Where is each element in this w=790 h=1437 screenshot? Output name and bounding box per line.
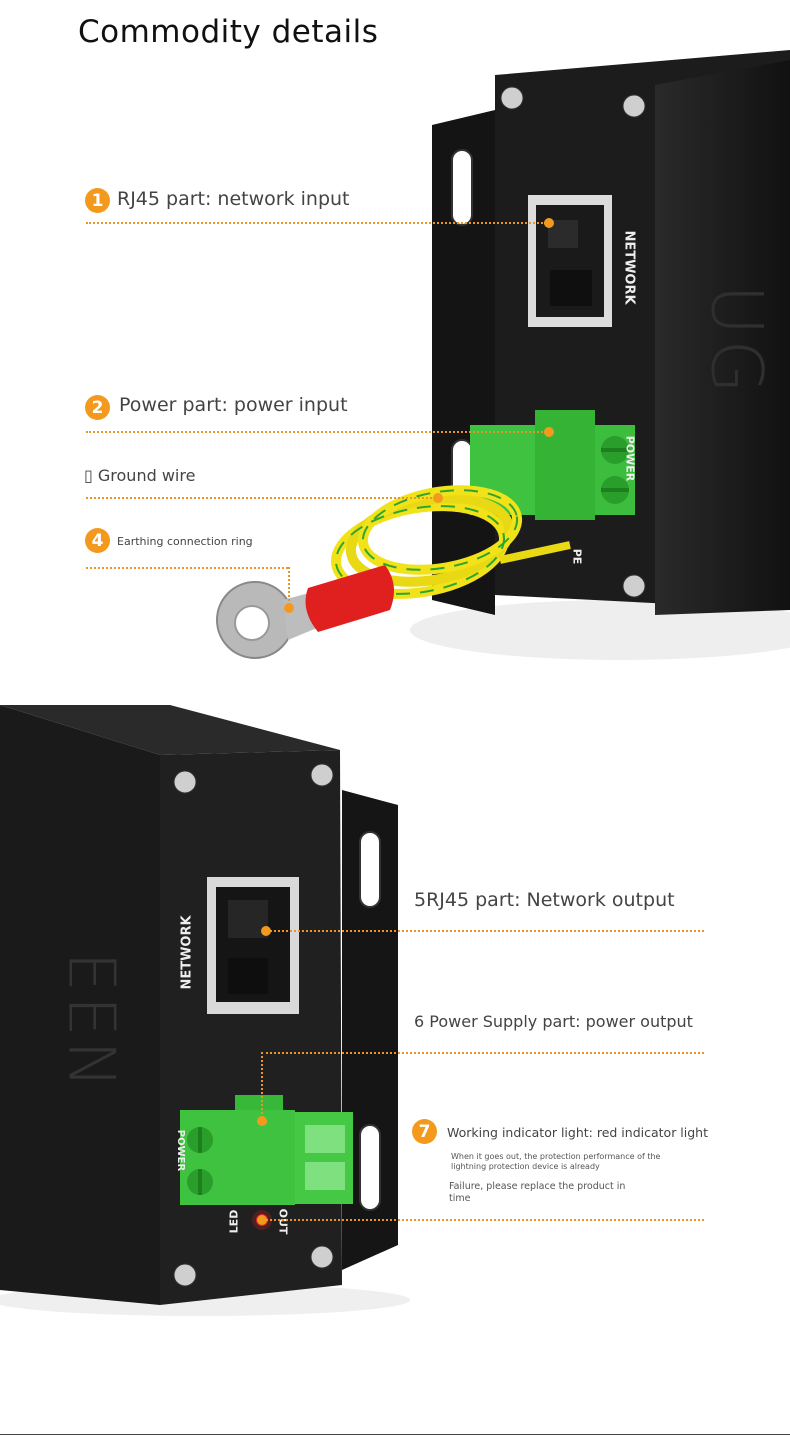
bottom-out-label: OUT [276,1208,290,1235]
callout-2-badge: 2 [85,395,110,420]
note-line-2: Failure, please replace the product in t… [449,1181,626,1204]
callout-1-leader [86,222,546,224]
callout-4-badge: 4 [85,528,110,553]
bottom-divider [0,1434,790,1435]
callout-2-text: Power part: power input [119,394,348,416]
callout-6-dot [257,1116,267,1126]
callout-1-dot [544,218,554,228]
callout-3-dot [433,493,443,503]
bottom-brand-fragment: EEN [53,951,128,1093]
callout-6-leader-vertical [261,1052,263,1118]
top-brand-fragment: UG [695,284,778,398]
note-line-1: When it goes out, the protection perform… [451,1152,661,1171]
page-title: Commodity details [78,14,379,50]
callout-5-dot [261,926,271,936]
callout-5-text: 5RJ45 part: Network output [414,889,675,911]
callout-3-leader [86,497,436,499]
callout-1-text: RJ45 part: network input [117,188,350,210]
bottom-device-illustration [0,705,410,1316]
top-network-port-label: NETWORK [621,230,637,305]
callout-6-leader [261,1052,704,1054]
callout-4-text: Earthing connection ring [117,535,253,548]
callout-7-text: Working indicator light: red indicator l… [447,1125,709,1140]
bottom-led-label: LED [227,1209,241,1234]
callout-4-leader [86,567,288,569]
callout-5-leader [266,930,704,932]
callout-1-badge: 1 [85,188,110,213]
callout-7-leader [262,1219,704,1221]
top-device-illustration [216,50,790,660]
callout-2-leader [86,431,546,433]
top-power-label: POWER [623,435,637,482]
callout-4-leader-vertical [288,567,290,605]
callout-7-badge: 7 [412,1119,437,1144]
bottom-power-label: POWER [175,1129,187,1172]
callout-2-dot [544,427,554,437]
callout-6-text: 6 Power Supply part: power output [414,1012,693,1031]
callout-3-text: ▯ Ground wire [84,466,196,485]
top-pe-label: PE [570,548,584,565]
callout-7-dot [257,1215,267,1225]
bottom-network-port-label: NETWORK [179,915,195,990]
top-screws [500,86,646,598]
callout-4-dot [284,603,294,613]
